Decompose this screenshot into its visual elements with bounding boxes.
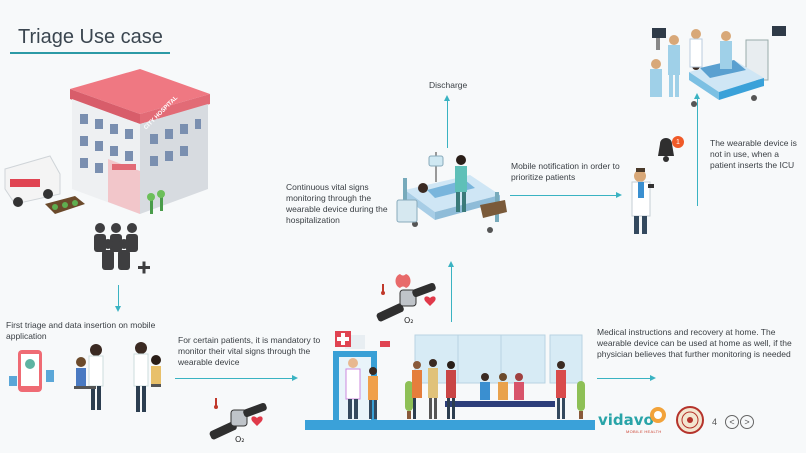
svg-text:O₂: O₂ [404,316,414,324]
label-medical-instructions: Medical instructions and recovery at hom… [597,327,792,359]
page-title: Triage Use case [18,26,163,48]
label-continuous-monitoring: Continuous vital signs monitoring throug… [286,182,388,225]
arrow-head [444,95,450,101]
triage-illustration [9,342,161,412]
arrow-head [448,261,454,267]
label-first-triage: First triage and data insertion on mobil… [6,320,156,341]
arrow-head [694,93,700,99]
university-seal [676,406,704,434]
arrow-triage-to-waiting [175,378,293,379]
arrow-hospitalization-to-discharge [447,100,448,148]
vidavo-logo: vidavo [598,411,654,429]
notification-badge: 1 [676,139,680,146]
wearable-device-icon: O₂ [209,398,267,444]
title-underline [10,52,170,54]
arrow-waiting-to-hospitalization [451,266,452,322]
wearable-device-icon: O₂ [376,274,436,324]
doctor-notification-illustration [631,136,684,234]
arrow-crowd-to-triage [118,285,119,307]
next-slide-button[interactable]: > [740,415,754,429]
arrow-head [616,192,622,198]
arrow-head [650,375,656,381]
waiting-room-illustration [305,331,595,430]
arrow-doctor-to-icu [697,98,698,206]
hospital-illustration [4,69,210,214]
arrow-head [292,375,298,381]
hospitalization-illustration [396,152,507,233]
vidavo-logo-mark [650,407,666,423]
arrow-waiting-to-home [597,378,651,379]
label-certain-patients: For certain patients, it is mandatory to… [178,335,321,367]
label-mobile-notification: Mobile notification in order to prioriti… [511,161,620,182]
svg-text:O₂: O₂ [235,435,245,444]
arrow-hospitalization-to-doctor [510,195,617,196]
page-number: 4 [712,417,718,427]
vidavo-tagline: MOBILE HEALTH [626,429,662,434]
label-discharge: Discharge [429,80,468,90]
icu-illustration [650,26,786,107]
prev-slide-button[interactable]: < [725,415,739,429]
crowd-icon [94,223,150,274]
label-wearable-not-in-use: The wearable device is not in use, when … [710,138,797,170]
arrow-head [115,306,121,312]
